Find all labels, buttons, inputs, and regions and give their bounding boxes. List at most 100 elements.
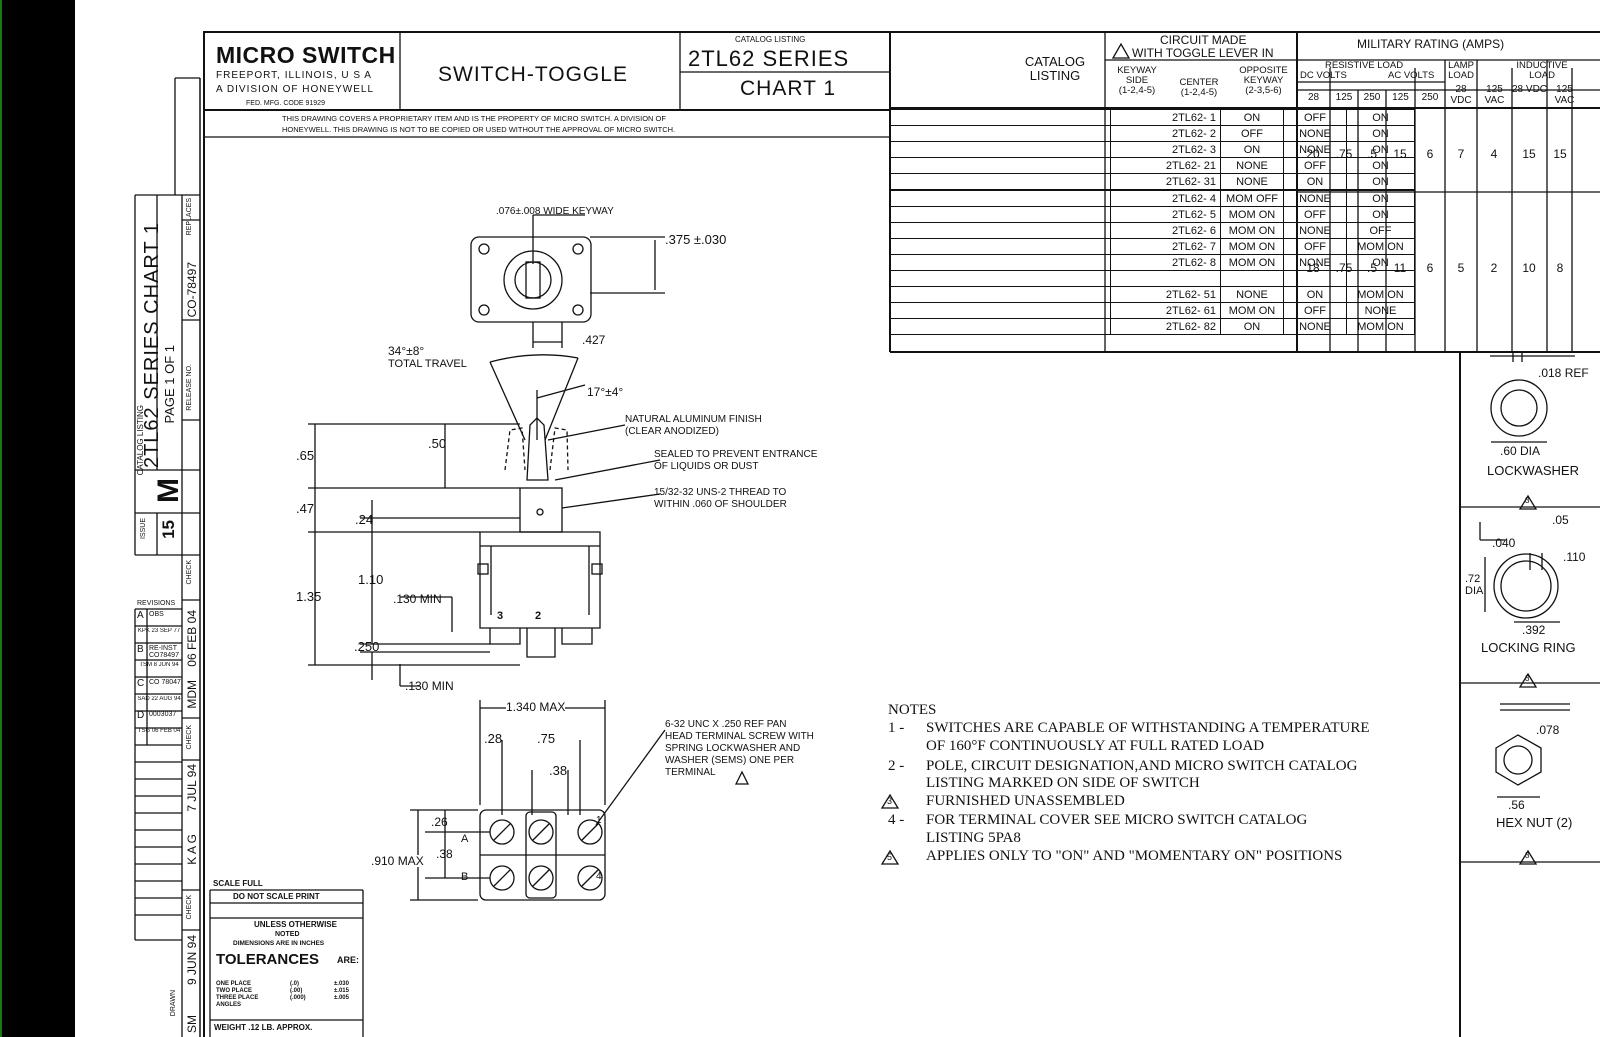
note-2-num: 2 -	[888, 758, 905, 774]
table-cell-opposite: ON	[1346, 125, 1415, 142]
dim-65: .65	[296, 448, 315, 463]
table-cell-blank	[890, 189, 1111, 207]
drawn-name: SM	[185, 1015, 199, 1033]
note-4-b: LISTING 5PA8	[926, 830, 1021, 846]
rating-value: 5	[1457, 261, 1465, 275]
screw-line-1: 6-32 UNC X .250 REF PAN	[665, 719, 787, 730]
dim-135: 1.35	[296, 589, 322, 604]
series-title: 2TL62 SERIES	[688, 46, 850, 71]
pole-a: A	[461, 833, 469, 845]
weight-label: WEIGHT .12 LB. APPROX.	[214, 1023, 313, 1032]
tolerance-label: ONE PLACE	[216, 981, 252, 987]
table-cell-keyway: MOM ON	[1220, 238, 1284, 255]
revision-text: RE-INST CO78497	[149, 645, 179, 659]
table-cell-opposite: ON	[1346, 254, 1415, 271]
table-cell-keyway: ON	[1220, 109, 1284, 126]
table-cell-opposite: OFF	[1346, 222, 1415, 239]
table-cell-catalog: 2TL62- 4	[1110, 189, 1221, 207]
table-cell-catalog: 2TL62- 82	[1110, 318, 1221, 335]
release-label: RELEASE NO.	[186, 364, 193, 411]
note-1-a: SWITCHES ARE CAPABLE OF WITHSTANDING A T…	[926, 720, 1370, 736]
drawn-label: DRAWN	[170, 990, 177, 1017]
revision-signoff: TSG 06 FEB 04	[137, 728, 181, 734]
table-cell-catalog: 2TL62- 7	[1110, 238, 1221, 255]
thread-line-2: WITHIN .060 OF SHOULDER	[654, 499, 787, 510]
rating-value: 2	[1490, 261, 1498, 275]
tri-ref-lockwasher: 3	[1525, 496, 1530, 505]
rating-col-header: 250	[1363, 92, 1381, 103]
sealed-line-1: SEALED TO PREVENT ENTRANCE	[654, 449, 818, 460]
table-cell-blank	[890, 173, 1111, 191]
table-cell-center: OFF	[1283, 109, 1347, 126]
do-not-scale: DO NOT SCALE PRINT	[233, 892, 320, 901]
table-cell-center: NONE	[1283, 222, 1347, 239]
rating-value: .75	[1335, 147, 1353, 161]
table-cell-keyway: NONE	[1220, 173, 1284, 191]
table-cell-catalog: 2TL62- 8	[1110, 254, 1221, 271]
issue-label: ISSUE	[140, 518, 147, 540]
revision-signoff: TSM 8 JUN 94	[139, 662, 179, 668]
rating-value: 15	[1522, 147, 1536, 161]
angle-17: 17°±4°	[587, 385, 624, 399]
table-cell-keyway: ON	[1220, 141, 1284, 158]
table-cell-blank	[890, 157, 1111, 174]
rating-col-header: 28 VDC	[1512, 84, 1548, 95]
dim-375: .375 ±.030	[665, 232, 727, 247]
screw-line-2: HEAD TERMINAL SCREW WITH	[665, 731, 814, 742]
table-row	[890, 270, 1415, 287]
rating-value: 8	[1556, 261, 1564, 275]
company-division: A DIVISION OF HONEYWELL	[216, 84, 375, 95]
drawing-frame	[203, 31, 1600, 1037]
ring-05: .05	[1552, 513, 1569, 527]
table-cell-keyway	[1220, 270, 1284, 287]
table-cell-keyway: MOM OFF	[1220, 189, 1284, 207]
check-label-2: CHECK	[186, 725, 193, 750]
table-cell-blank	[890, 238, 1111, 255]
revision-letter: B	[137, 644, 144, 655]
side-page: PAGE 1 OF 1	[162, 345, 177, 424]
table-cell-opposite: ON	[1346, 141, 1415, 158]
table-cell-opposite: MOM ON	[1346, 318, 1415, 335]
table-cell-blank	[890, 141, 1111, 158]
company-name: MICRO SWITCH	[216, 42, 396, 68]
ac-volts: AC VOLTS	[1388, 70, 1435, 81]
notes-heading: NOTES	[888, 702, 937, 718]
tolerances-are: ARE:	[337, 955, 359, 965]
dim-47: .47	[296, 501, 315, 516]
terminal-2: 2	[535, 610, 542, 622]
table-cell-center: NONE	[1283, 189, 1347, 207]
ring-040: .040	[1492, 536, 1516, 550]
check-label-3: CHECK	[186, 895, 193, 920]
table-cell-blank	[890, 302, 1111, 319]
table-cell-catalog: 2TL62- 21	[1110, 157, 1221, 174]
table-cell-center: OFF	[1283, 206, 1347, 223]
table-cell-catalog: 2TL62- 51	[1110, 286, 1221, 303]
tolerance-label: THREE PLACE	[216, 995, 259, 1001]
pin-4: 4	[596, 871, 602, 882]
note-4-num: 4 -	[888, 812, 905, 828]
table-cell-keyway: OFF	[1220, 125, 1284, 142]
col-center: CENTER(1-2,4-5)	[1179, 77, 1219, 98]
scan-edge	[0, 0, 2, 1037]
unless-line-1: UNLESS OTHERWISE	[254, 920, 337, 929]
table-cell-catalog	[1110, 270, 1221, 287]
check-date-2: 7 JUL 94	[185, 764, 199, 812]
table-cell-blank	[890, 206, 1111, 223]
revision-signoff: SAD 22 AUG 94	[137, 696, 181, 702]
dim-910: .910 MAX	[371, 854, 424, 868]
revisions-label: REVISIONS	[137, 600, 176, 607]
lockwasher-ref: .018 REF	[1538, 366, 1589, 380]
scan-border	[0, 0, 75, 1037]
dim-250: .250	[354, 639, 380, 654]
drawn-date: 9 JUN 94	[185, 935, 199, 986]
table-cell-catalog: 2TL62- 61	[1110, 302, 1221, 319]
finish-line-1: NATURAL ALUMINUM FINISH	[625, 414, 762, 425]
screw-line-3: SPRING LOCKWASHER AND	[665, 743, 801, 754]
note-2-b: LISTING MARKED ON SIDE OF SWITCH	[926, 775, 1200, 791]
